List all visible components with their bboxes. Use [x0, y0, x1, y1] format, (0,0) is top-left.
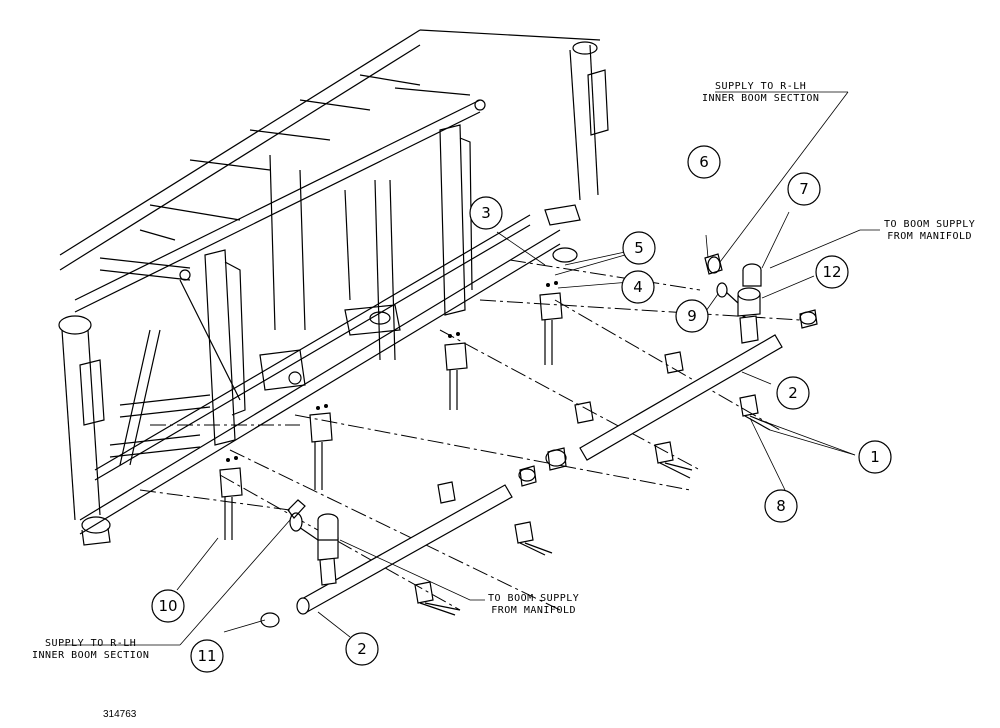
svg-text:9: 9: [687, 307, 697, 325]
callout-boom-supply-manifold-bottom: TO BOOM SUPPLY FROM MANIFOLD: [488, 593, 580, 616]
svg-text:3: 3: [481, 204, 491, 222]
svg-text:4: 4: [633, 278, 643, 296]
item-bubble-11: 11: [190, 639, 224, 673]
item-bubble-4: 4: [621, 270, 655, 304]
item-bubble-5: 5: [622, 231, 656, 265]
svg-text:10: 10: [158, 597, 177, 615]
item-bubble-12: 12: [815, 255, 849, 289]
svg-text:7: 7: [799, 180, 809, 198]
item-bubble-2-right: 2: [776, 376, 810, 410]
item-bubble-3: 3: [469, 196, 503, 230]
item-bubble-8: 8: [764, 489, 798, 523]
svg-text:2: 2: [357, 640, 367, 658]
lower-supply-pipe: [260, 465, 537, 628]
svg-text:6: 6: [699, 153, 709, 171]
item-bubble-1: 1: [858, 440, 892, 474]
callout-supply-inner-boom-bottom: SUPPLY TO R-LH INNER BOOM SECTION: [32, 638, 150, 661]
svg-text:11: 11: [197, 647, 216, 665]
svg-text:2: 2: [788, 384, 798, 402]
boom-frame: [58, 29, 609, 546]
callout-supply-inner-boom-top: SUPPLY TO R-LH INNER BOOM SECTION: [702, 81, 820, 104]
svg-text:12: 12: [822, 263, 841, 281]
pipe-clamps: [219, 281, 773, 616]
item-bubble-7: 7: [787, 172, 821, 206]
callout-boom-supply-manifold-right: TO BOOM SUPPLY FROM MANIFOLD: [884, 219, 976, 242]
item-bubble-9: 9: [675, 299, 709, 333]
figure-number: 314763: [103, 709, 137, 720]
svg-text:5: 5: [634, 239, 644, 257]
svg-text:1: 1: [870, 448, 880, 466]
upper-supply-pipe: [545, 253, 818, 471]
svg-text:8: 8: [776, 497, 786, 515]
assembly-centerlines: [139, 259, 801, 611]
item-bubble-2-bottom: 2: [345, 632, 379, 666]
item-bubble-10: 10: [151, 589, 185, 623]
leader-lines: [60, 91, 880, 646]
item-bubble-6: 6: [687, 145, 721, 179]
